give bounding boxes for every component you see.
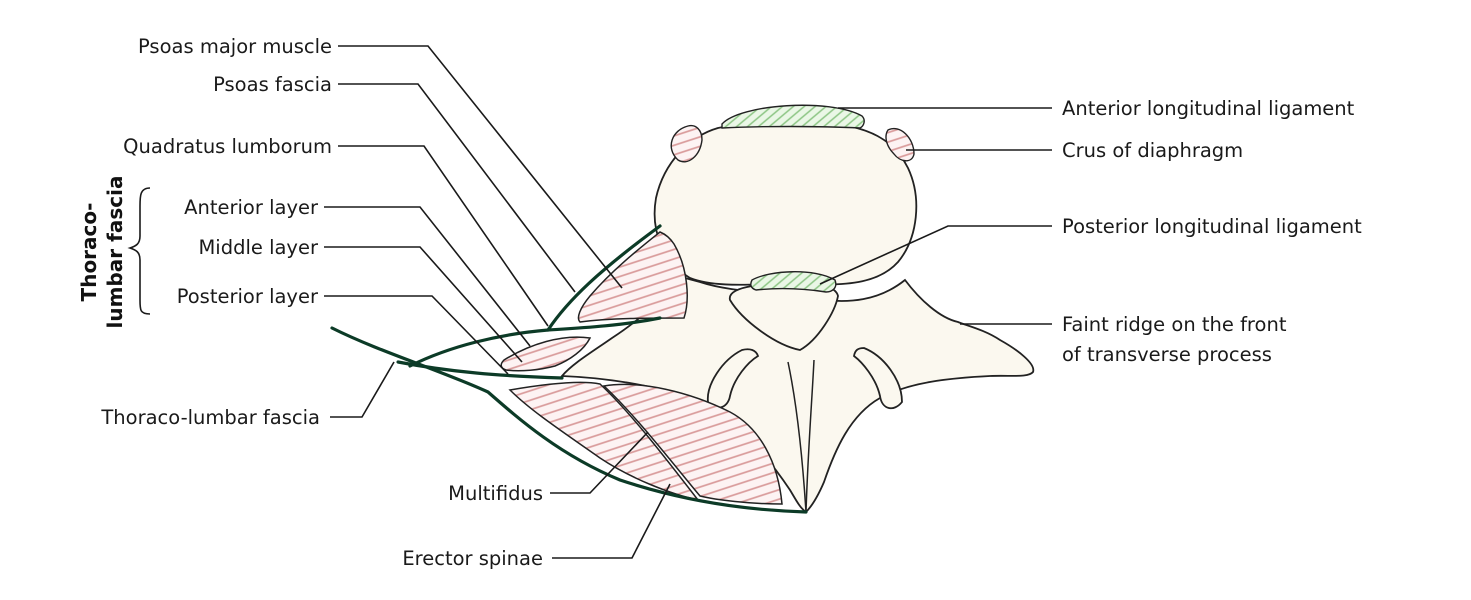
leader-anterior-layer — [324, 206, 531, 347]
vertebra — [560, 120, 1035, 514]
label-faint-ridge-line1: Faint ridge on the front — [1062, 313, 1287, 336]
label-posterior-longitudinal-ligament: Posterior longitudinal ligament — [1062, 215, 1362, 238]
leader-lines — [127, 45, 1052, 559]
anterior-longitudinal-ligament-shape — [721, 104, 865, 129]
label-psoas-fascia: Psoas fascia — [213, 73, 332, 96]
label-posterior-layer: Posterior layer — [177, 285, 319, 308]
label-erector-spinae: Erector spinae — [402, 547, 543, 570]
leader-posterior-layer — [324, 295, 509, 375]
right-articular-facet — [853, 347, 903, 410]
psoas-major-shape — [577, 231, 688, 323]
label-faint-ridge-line2: of transverse process — [1062, 343, 1272, 366]
psoas-fascia-line — [546, 224, 662, 332]
fascia-posterior-layer — [330, 326, 808, 514]
label-anterior-layer: Anterior layer — [184, 196, 319, 219]
left-crus-shape — [670, 124, 703, 163]
left-articular-facet — [707, 348, 760, 409]
thoraco-lumbar-fascia-brace — [127, 187, 151, 315]
label-quadratus-lumborum: Quadratus lumborum — [123, 135, 332, 158]
thoraco-lumbar-fascia-lines — [330, 224, 808, 514]
label-psoas-major-muscle: Psoas major muscle — [138, 35, 332, 58]
label-thoraco-lumbar-fascia: Thoraco-lumbar fascia — [100, 406, 320, 429]
leader-psoas-fascia — [338, 83, 576, 293]
left-labels: Psoas major muscle Psoas fascia Quadratu… — [77, 35, 543, 570]
spinous-process-ridge-2 — [805, 359, 815, 513]
multifidus-shape — [602, 383, 783, 505]
right-crus-shape — [885, 127, 915, 162]
right-labels: Anterior longitudinal ligament Crus of d… — [1062, 97, 1362, 366]
label-anterior-longitudinal-ligament: Anterior longitudinal ligament — [1062, 97, 1355, 120]
leader-middle-layer — [324, 246, 523, 363]
leader-psoas-major — [338, 45, 623, 289]
leader-thoraco-lumbar-fascia — [330, 361, 395, 418]
label-multifidus: Multifidus — [448, 482, 543, 505]
label-thoraco-lumbar-fascia-group-line2: lumbar fascia — [103, 176, 127, 329]
leader-posterior-longitudinal-ligament — [819, 225, 1052, 285]
leader-multifidus — [550, 431, 649, 494]
label-middle-layer: Middle layer — [198, 236, 319, 259]
leader-quadratus-lumborum — [338, 145, 549, 327]
label-crus-of-diaphragm: Crus of diaphragm — [1062, 139, 1243, 162]
fascia-middle-layer — [396, 360, 564, 380]
label-thoraco-lumbar-fascia-group-line1: Thoraco- — [77, 203, 101, 302]
posterior-longitudinal-ligament-shape — [750, 271, 837, 293]
leader-erector-spinae — [552, 483, 671, 559]
spinous-process-ridge — [787, 361, 807, 513]
